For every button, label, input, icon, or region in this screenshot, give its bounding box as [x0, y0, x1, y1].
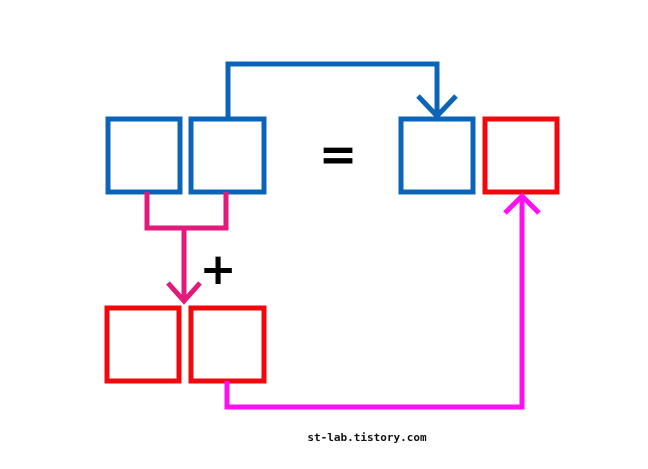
carry-arrowhead-icon — [503, 192, 541, 215]
plus-sign: + — [200, 244, 237, 295]
bottom-red-box-1 — [104, 305, 182, 384]
top-left-blue-box-1 — [105, 116, 183, 195]
top-left-blue-box-2 — [188, 116, 267, 195]
equals-sign: = — [319, 127, 358, 181]
blue-copy-arrow-line — [225, 61, 440, 119]
sum-bracket-line — [144, 192, 229, 231]
carry-arrow-line — [224, 199, 525, 410]
credit-text: st-lab.tistory.com — [307, 431, 427, 444]
blue-arrowhead-icon — [416, 94, 458, 120]
bottom-red-box-2 — [188, 305, 267, 384]
sum-down-arrowhead-icon — [166, 281, 202, 305]
result-blue-box — [398, 116, 476, 195]
result-red-box — [482, 116, 560, 195]
